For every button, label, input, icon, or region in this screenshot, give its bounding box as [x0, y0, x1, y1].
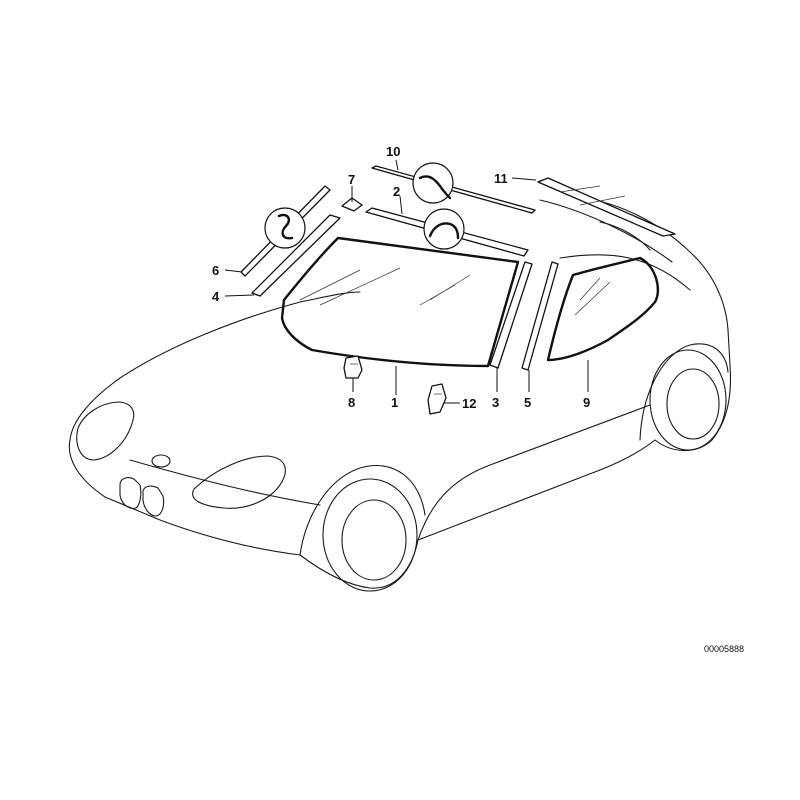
callout-1: 1	[391, 395, 398, 410]
a-pillar-trim-right[interactable]	[489, 261, 533, 369]
callout-8: 8	[348, 395, 355, 410]
callout-12: 12	[462, 396, 476, 411]
detail-circle-roof-seal	[412, 162, 454, 204]
callout-9: 9	[583, 395, 590, 410]
leader-lines	[224, 159, 589, 404]
b-pillar-trim[interactable]	[521, 261, 559, 371]
car-body-outline	[68, 197, 731, 592]
mirror-base[interactable]	[343, 355, 363, 379]
callout-6: 6	[212, 263, 219, 278]
side-window[interactable]	[546, 256, 660, 362]
windshield[interactable]	[280, 236, 520, 368]
callout-4: 4	[212, 289, 220, 304]
rear-window[interactable]	[537, 177, 676, 237]
detail-circle-upper-trim	[423, 208, 465, 250]
a-pillar-seal-left-inner[interactable]	[251, 214, 341, 297]
callout-2: 2	[393, 184, 400, 199]
retaining-bracket[interactable]	[427, 383, 447, 415]
roof-seal-strip[interactable]	[371, 165, 536, 214]
diagram-reference-number: 00005888	[704, 644, 744, 654]
callout-7: 7	[348, 172, 355, 187]
callout-11: 11	[494, 171, 508, 186]
detail-circle-pillar-seal	[264, 207, 306, 249]
corner-clip[interactable]	[341, 197, 363, 212]
callout-10: 10	[386, 144, 400, 159]
callout-5: 5	[524, 395, 531, 410]
callout-3: 3	[492, 395, 499, 410]
